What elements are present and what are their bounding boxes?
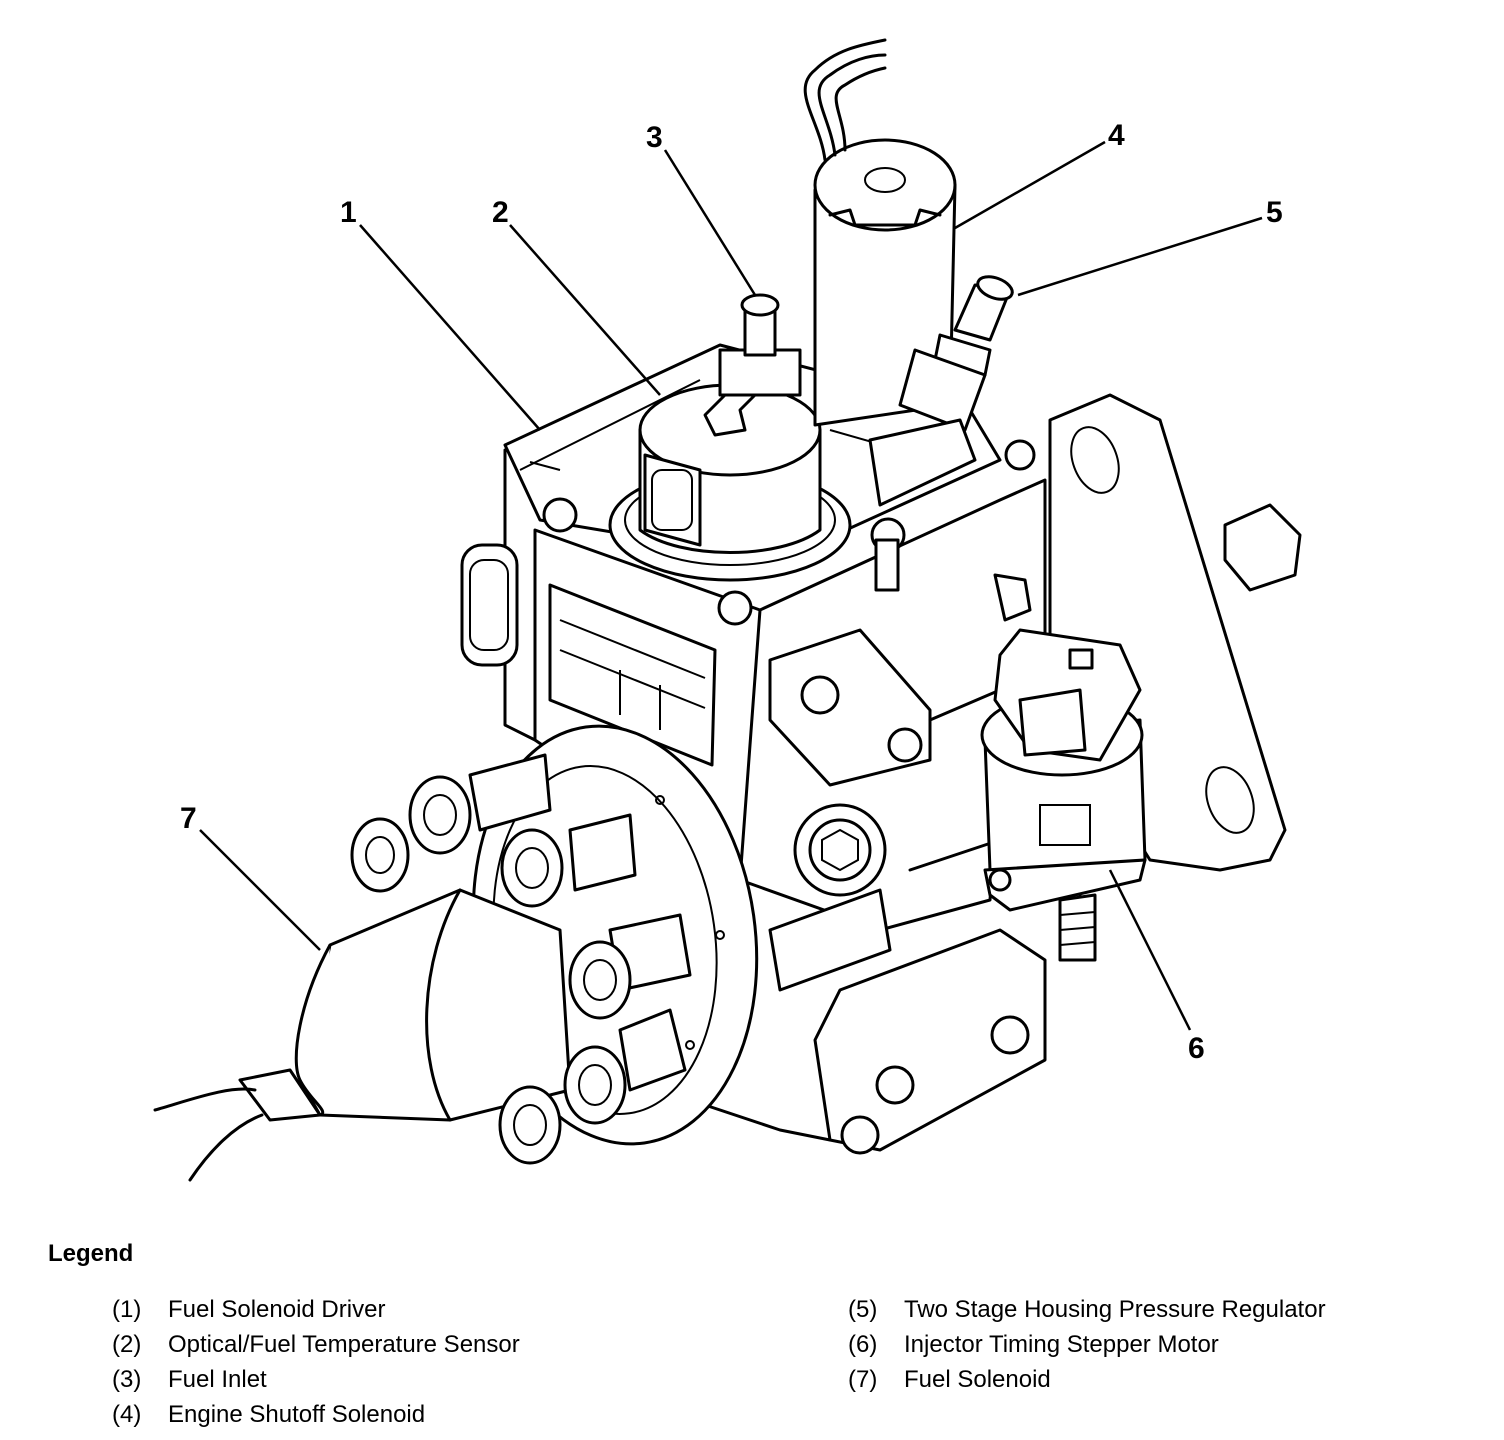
legend-item: (1) Fuel Solenoid Driver <box>112 1292 520 1327</box>
callout-7: 7 <box>180 802 197 835</box>
legend-item-label: Fuel Solenoid Driver <box>168 1295 386 1323</box>
legend-item: (2) Optical/Fuel Temperature Sensor <box>112 1327 520 1362</box>
fuel-solenoid <box>153 888 572 1182</box>
legend-item: (7) Fuel Solenoid <box>848 1362 1326 1397</box>
legend-item-number: (1) <box>112 1295 142 1323</box>
callout-2: 2 <box>492 196 509 229</box>
legend-item-number: (2) <box>112 1330 142 1358</box>
legend-item: (5) Two Stage Housing Pressure Regulator <box>848 1292 1326 1327</box>
lower-bracket <box>688 928 1047 1155</box>
callout-4: 4 <box>1108 119 1125 152</box>
legend-item: (6) Injector Timing Stepper Motor <box>848 1327 1326 1362</box>
legend-title: Legend <box>48 1240 134 1267</box>
legend-item: (4) Engine Shutoff Solenoid <box>112 1397 520 1432</box>
fuel-inlet <box>718 293 802 397</box>
callout-labels: 1 2 3 4 5 6 7 <box>180 119 1283 1065</box>
callout-5: 5 <box>1266 196 1283 229</box>
legend-item-label: Two Stage Housing Pressure Regulator <box>904 1295 1326 1323</box>
callout-leaders <box>199 140 1263 1031</box>
legend-item: (3) Fuel Inlet <box>112 1362 520 1397</box>
callout-1: 1 <box>340 196 357 229</box>
callout-3: 3 <box>646 121 663 154</box>
pressure-regulator <box>868 275 1014 507</box>
legend-item-label: Fuel Solenoid <box>904 1365 1051 1393</box>
callout-6: 6 <box>1188 1032 1205 1065</box>
legend-item-label: Fuel Inlet <box>168 1365 267 1393</box>
legend-item-number: (7) <box>848 1365 878 1393</box>
legend-item-number: (3) <box>112 1365 142 1393</box>
legend-item-label: Injector Timing Stepper Motor <box>904 1330 1219 1358</box>
legend-item-number: (6) <box>848 1330 878 1358</box>
stepper-motor <box>980 628 1147 962</box>
legend-column-left: (1) Fuel Solenoid Driver (2) Optical/Fue… <box>112 1292 520 1432</box>
outlet-fittings <box>350 753 692 1165</box>
legend-item-label: Engine Shutoff Solenoid <box>168 1400 426 1428</box>
legend-item-number: (5) <box>848 1295 878 1323</box>
legend-column-right: (5) Two Stage Housing Pressure Regulator… <box>848 1292 1326 1397</box>
injection-pump-diagram: 1 2 3 4 5 6 7 <box>153 38 1302 1182</box>
legend-item-label: Optical/Fuel Temperature Sensor <box>168 1330 520 1358</box>
legend-item-number: (4) <box>112 1400 142 1428</box>
